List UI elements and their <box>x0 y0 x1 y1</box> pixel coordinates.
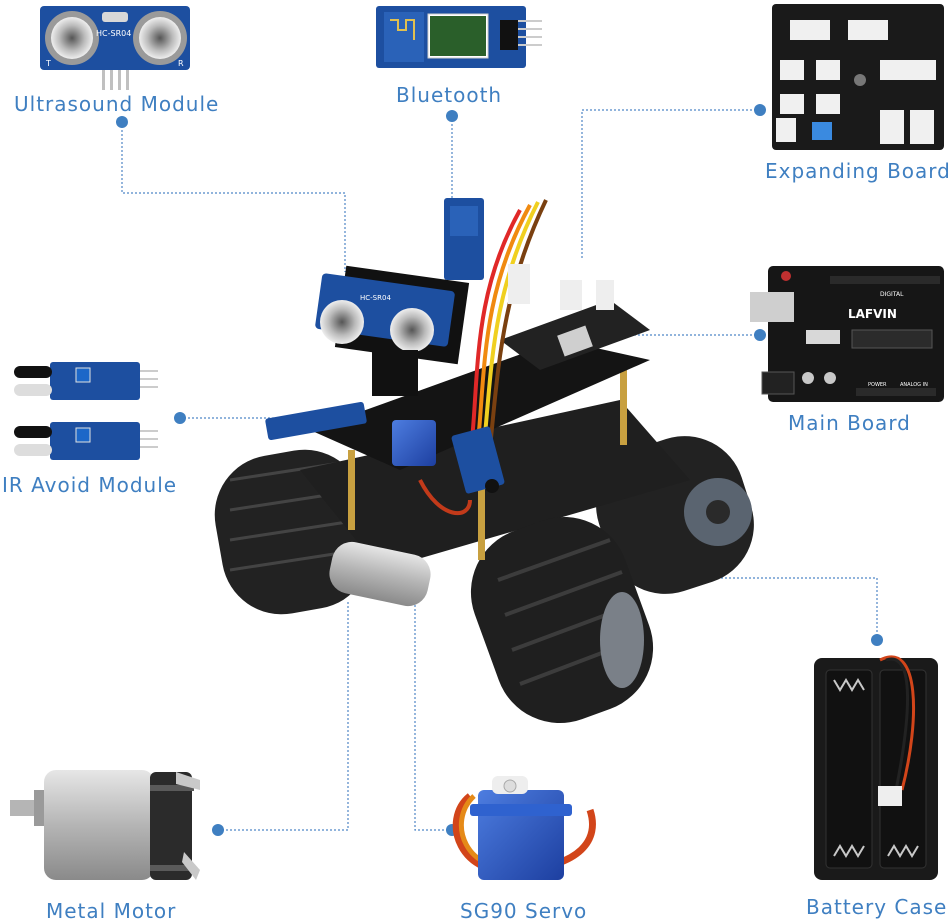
robot-sensor-model-text: HC-SR04 <box>360 294 391 302</box>
ultrasound-t-text: T <box>45 59 51 68</box>
ir-avoid-module-image <box>14 362 158 460</box>
ultrasound-connector <box>121 122 346 272</box>
label-ultrasound-module: Ultrasound Module <box>14 92 220 116</box>
metal-motor-image <box>10 770 200 880</box>
servo-connector <box>414 560 452 831</box>
battery-dot <box>871 634 883 646</box>
ultrasound-module-image: HC-SR04 T R <box>40 6 190 90</box>
bluetooth-dot <box>446 110 458 122</box>
bluetooth-module-image <box>376 6 542 68</box>
expanding-board-image <box>772 4 944 150</box>
main-board-digital-text: DIGITAL <box>880 291 904 298</box>
ir-dot <box>174 412 186 424</box>
label-metal-motor: Metal Motor <box>46 899 177 923</box>
label-bluetooth: Bluetooth <box>396 83 503 107</box>
expanding-dot <box>754 104 766 116</box>
sg90-servo-image <box>452 776 596 880</box>
motor-connector <box>218 600 349 831</box>
label-battery-case: Battery Case <box>806 895 948 919</box>
ultrasound-r-text: R <box>178 59 184 68</box>
robot-tank-image: HC-SR04 <box>214 198 754 724</box>
label-expanding-board: Expanding Board <box>765 159 951 183</box>
main-board-brand-text: LAFVIN <box>848 307 897 321</box>
motor-dot <box>212 824 224 836</box>
main-board-image: DIGITAL LAFVIN POWER ANALOG IN <box>750 266 944 402</box>
ultrasound-dot <box>116 116 128 128</box>
mainboard-dot <box>754 329 766 341</box>
main-board-power-text: POWER <box>868 382 887 388</box>
label-sg90-servo: SG90 Servo <box>460 899 588 923</box>
connector-dots <box>116 104 883 836</box>
label-ir-avoid-module: IR Avoid Module <box>2 473 178 497</box>
label-main-board: Main Board <box>788 411 911 435</box>
battery-case-image <box>814 655 938 880</box>
ultrasound-model-text: HC-SR04 <box>96 29 131 38</box>
expanding-connector <box>581 109 760 260</box>
main-board-analog-text: ANALOG IN <box>900 382 928 388</box>
